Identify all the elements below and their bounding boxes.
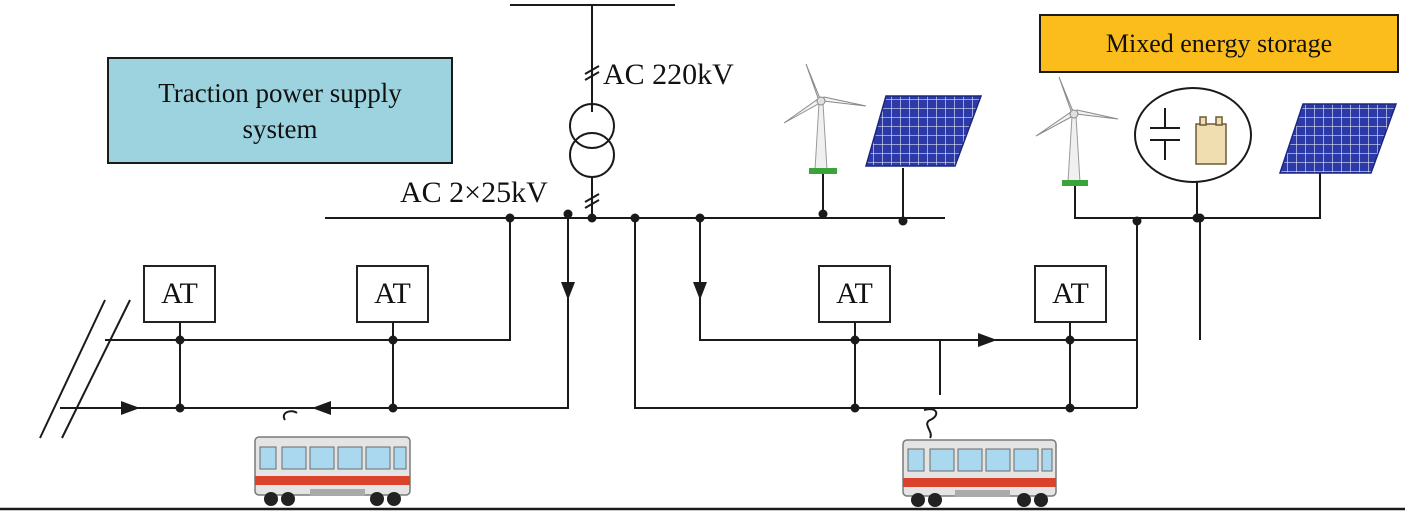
autotransformer-4: AT bbox=[1034, 265, 1107, 323]
junction-dots bbox=[175, 209, 1205, 413]
left-catenary-feeder bbox=[105, 218, 511, 341]
solar-panel-icon bbox=[1278, 103, 1398, 174]
mixed-energy-storage-box: Mixed energy storage bbox=[1039, 14, 1399, 73]
right-rail-feeder bbox=[634, 218, 1137, 409]
pantograph bbox=[923, 408, 938, 439]
train-icon bbox=[254, 436, 411, 506]
current-arrow bbox=[978, 333, 997, 347]
left-rail-feeder bbox=[60, 218, 569, 409]
traction-power-supply-label: Traction power supply system bbox=[158, 77, 402, 144]
capacitor-icon bbox=[1150, 108, 1180, 160]
wind-turbine-icon bbox=[1035, 76, 1119, 186]
energy-storage-unit bbox=[1134, 87, 1252, 183]
current-arrow bbox=[121, 401, 140, 415]
three-phase-mark bbox=[584, 65, 600, 209]
line-end-mark bbox=[61, 299, 131, 439]
mixed-energy-storage-label: Mixed energy storage bbox=[1105, 28, 1333, 58]
current-arrow bbox=[693, 282, 707, 300]
transformer-icon bbox=[569, 103, 615, 178]
traction-power-supply-box: Traction power supply system bbox=[107, 57, 453, 164]
ac-2x25kv-label: AC 2×25kV bbox=[400, 176, 548, 209]
wind-turbine-icon bbox=[783, 63, 867, 174]
autotransformer-2: AT bbox=[356, 265, 429, 323]
current-arrow bbox=[561, 282, 575, 300]
pantograph bbox=[282, 410, 298, 421]
solar-panel-icon bbox=[865, 95, 983, 167]
autotransformer-1: AT bbox=[143, 265, 216, 323]
autotransformer-3: AT bbox=[818, 265, 891, 323]
line-end-mark bbox=[39, 299, 106, 439]
ac-220kv-label: AC 220kV bbox=[603, 58, 734, 91]
train-icon bbox=[902, 439, 1057, 507]
current-arrow bbox=[312, 401, 331, 415]
battery-icon bbox=[1195, 116, 1227, 165]
